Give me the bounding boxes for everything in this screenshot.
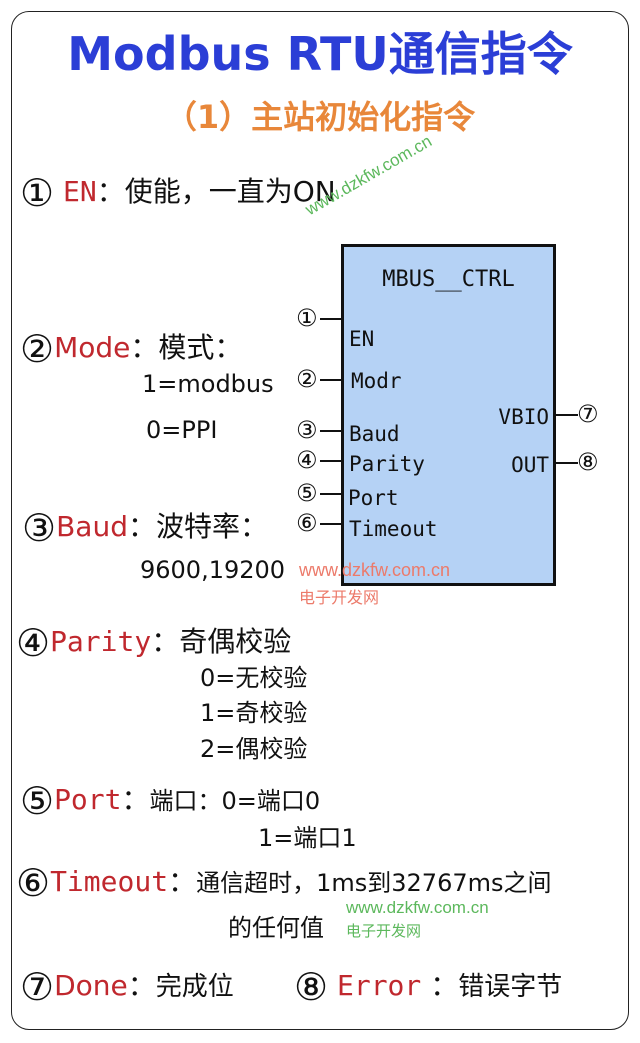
param-desc: 端口：0=端口0 — [149, 787, 321, 815]
number-4-icon: ④ — [16, 621, 51, 665]
param-colon: ： — [127, 969, 156, 1002]
input-line-3 — [320, 430, 342, 432]
input-line-1 — [320, 318, 342, 320]
param-key: EN — [62, 175, 97, 208]
param-en: ① EN：使能，一直为ON — [20, 170, 336, 212]
input-line-2 — [320, 379, 342, 381]
output-pin-out: OUT — [511, 453, 549, 477]
mbus-ctrl-block: MBUS__CTRL EN Modr Baud Parity Port Time… — [341, 244, 556, 586]
param-key: Done — [54, 969, 128, 1002]
mode-option: 1=modbus — [142, 370, 274, 398]
number-3-icon: ③ — [22, 506, 57, 550]
input-pin-port: Port — [348, 486, 399, 510]
param-baud: ③Baud：波特率： — [22, 505, 268, 547]
input-pin-baud: Baud — [349, 422, 400, 446]
input-pin-timeout: Timeout — [349, 517, 438, 541]
port-option: 1=端口1 — [258, 824, 357, 852]
param-done: ⑦Done：完成位 — [20, 964, 234, 1006]
pin-number-5-icon: ⑤ — [296, 479, 318, 507]
watermark-site-name: 电子开发网 — [346, 923, 422, 940]
param-key: Parity — [50, 625, 152, 658]
param-colon: ： — [96, 175, 125, 208]
pin-number-7-icon: ⑦ — [577, 400, 599, 428]
input-line-5 — [320, 493, 342, 495]
param-colon: ： — [127, 510, 156, 543]
number-5-icon: ⑤ — [20, 779, 55, 823]
input-pin-modr: Modr — [351, 369, 402, 393]
param-parity: ④Parity：奇偶校验 — [16, 620, 291, 662]
param-colon: ： — [430, 969, 459, 1002]
pin-number-1-icon: ① — [296, 304, 318, 332]
param-colon: ： — [121, 783, 150, 816]
pin-number-2-icon: ② — [296, 365, 318, 393]
baud-values: 9600,19200 — [140, 556, 286, 584]
pin-number-3-icon: ③ — [296, 416, 318, 444]
watermark-url: www.dzkfw.com.cn — [346, 898, 489, 917]
number-8-icon: ⑧ — [294, 965, 329, 1009]
parity-option: 1=奇校验 — [200, 699, 308, 727]
param-colon: ： — [168, 865, 197, 898]
param-key: Timeout — [50, 865, 169, 898]
param-desc: 错误字节 — [458, 972, 563, 1002]
output-pin-vbio: VBIO — [498, 405, 549, 429]
param-key: Port — [54, 783, 122, 816]
mode-option: 0=PPI — [146, 416, 218, 444]
param-key: Mode — [54, 331, 131, 364]
param-desc: 完成位 — [155, 972, 234, 1002]
input-line-4 — [320, 460, 342, 462]
param-desc: 波特率： — [155, 510, 268, 543]
pin-number-8-icon: ⑧ — [577, 448, 599, 476]
param-desc: 奇偶校验 — [179, 625, 292, 658]
watermark-url-red: www.dzkfw.com.cn — [299, 560, 451, 580]
page-subtitle: （1）主站初始化指令 — [164, 98, 476, 136]
number-6-icon: ⑥ — [16, 861, 51, 905]
param-desc: 模式： — [158, 331, 243, 364]
block-name: MBUS__CTRL — [382, 267, 515, 292]
number-1-icon: ① — [20, 171, 55, 215]
card-frame — [11, 11, 629, 1030]
param-colon: ： — [151, 625, 180, 658]
pin-number-4-icon: ④ — [296, 446, 318, 474]
param-error: ⑧ Error ：错误字节 — [294, 964, 562, 1006]
param-desc: 通信超时，1ms到32767ms之间 — [196, 869, 552, 897]
param-mode: ②Mode：模式： — [20, 326, 242, 368]
timeout-detail: 的任何值 — [228, 914, 324, 942]
param-port: ⑤Port：端口：0=端口0 — [20, 778, 320, 820]
pin-number-6-icon: ⑥ — [296, 509, 318, 537]
number-7-icon: ⑦ — [20, 965, 55, 1009]
input-line-6 — [320, 523, 342, 525]
parity-option: 2=偶校验 — [200, 735, 308, 763]
output-line-8 — [556, 462, 578, 464]
input-pin-en: EN — [349, 327, 375, 351]
watermark-site-name-red: 电子开发网 — [299, 590, 380, 607]
output-line-7 — [556, 414, 578, 416]
param-desc: 使能，一直为ON — [124, 175, 336, 208]
param-colon: ： — [130, 331, 159, 364]
number-2-icon: ② — [20, 327, 55, 371]
param-timeout: ⑥Timeout：通信超时，1ms到32767ms之间 — [16, 860, 552, 902]
page-title: Modbus RTU通信指令 — [67, 27, 573, 81]
input-pin-parity: Parity — [349, 452, 425, 476]
parity-option: 0=无校验 — [200, 664, 308, 692]
param-key: Baud — [56, 510, 128, 543]
param-key: Error — [336, 969, 422, 1002]
